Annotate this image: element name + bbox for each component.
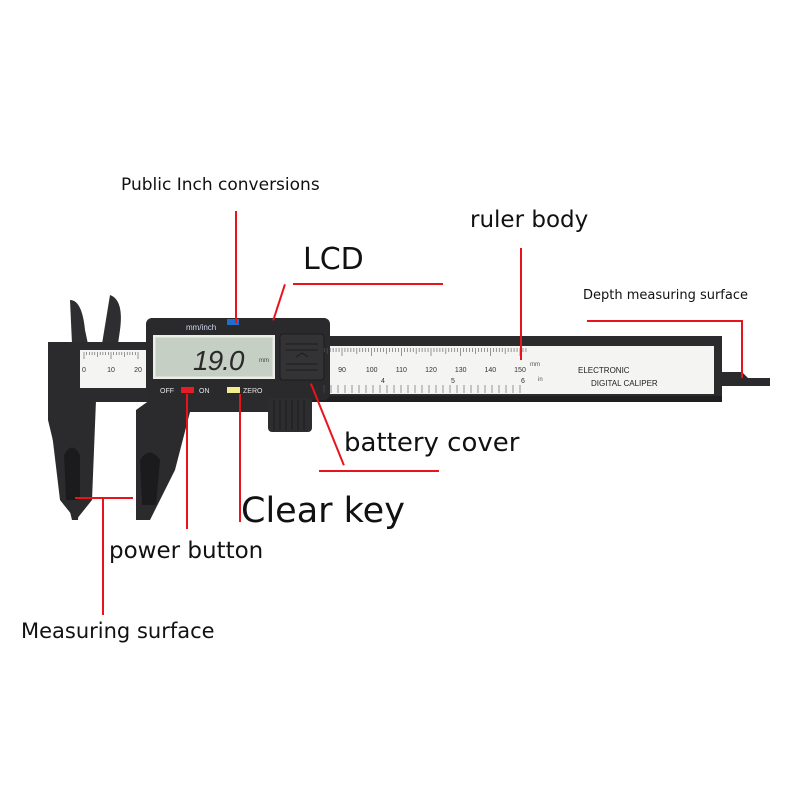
jaw-scale-ticks	[83, 352, 139, 359]
inch-scale-ticks	[323, 385, 521, 393]
mm-scale-number: 110	[396, 367, 407, 374]
label-measuring-surface: Measuring surface	[21, 619, 215, 643]
label-power-button: power button	[109, 538, 264, 564]
mm-scale-number: 120	[425, 367, 437, 374]
inch-scale-number: 4	[381, 378, 385, 385]
mode-label: mm/inch	[186, 323, 216, 332]
display-housing	[146, 318, 330, 432]
label-battery-cover: battery cover	[344, 428, 520, 458]
label-ruler-body: ruler body	[470, 207, 589, 233]
inch-scale-number: 5	[451, 378, 455, 385]
mm-scale-number: 90	[338, 367, 346, 374]
leader-battery-h	[319, 470, 439, 472]
leader-measuring-h	[75, 497, 133, 499]
mode-button[interactable]	[227, 319, 239, 325]
inch-scale-numbers: 4 5 6	[381, 378, 525, 385]
body-text-line2: DIGITAL CALIPER	[591, 379, 658, 388]
leader-depth-v	[741, 320, 743, 378]
leader-ruler-body	[520, 248, 522, 360]
zero-button[interactable]	[227, 387, 240, 393]
off-label: OFF	[160, 388, 174, 395]
leader-clear-key	[239, 394, 241, 522]
label-public-inch-conversions: Public Inch conversions	[121, 175, 320, 195]
jaw-scale-number: 20	[134, 367, 142, 374]
jaw-scale-number: 0	[82, 367, 86, 374]
fixed-jaw	[48, 295, 152, 520]
mm-unit-label: mm	[530, 362, 540, 368]
mm-scale-number: 140	[484, 367, 496, 374]
ruler-body	[300, 336, 722, 402]
in-unit-label: in	[538, 377, 543, 383]
depth-rod	[720, 372, 770, 386]
leader-public-inch	[235, 211, 237, 323]
inch-scale-number: 6	[521, 378, 525, 385]
label-depth-measuring-surface: Depth measuring surface	[583, 288, 748, 303]
mm-scale-ticks	[323, 348, 527, 356]
mm-scale-number: 150	[514, 367, 526, 374]
mm-scale-number: 100	[366, 367, 378, 374]
label-lcd: LCD	[303, 242, 364, 277]
power-button[interactable]	[181, 387, 194, 393]
jaw-scale-numbers: 0 10 20	[82, 367, 142, 374]
zero-label: ZERO	[243, 388, 263, 395]
jaw-scale-number: 10	[107, 367, 115, 374]
on-label: ON	[199, 388, 210, 395]
leader-lcd-h	[293, 283, 443, 285]
display-unit: mm	[259, 358, 269, 364]
display-value: 19.0	[193, 345, 245, 376]
leader-measuring-v	[102, 497, 104, 615]
label-clear-key: Clear key	[241, 491, 405, 531]
leader-depth-h	[587, 320, 742, 322]
mm-scale-number: 130	[455, 367, 467, 374]
mm-scale-numbers: 90 100 110 120 130 140 150	[338, 367, 526, 374]
leader-power	[186, 394, 188, 529]
body-text-line1: ELECTRONIC	[578, 366, 630, 375]
